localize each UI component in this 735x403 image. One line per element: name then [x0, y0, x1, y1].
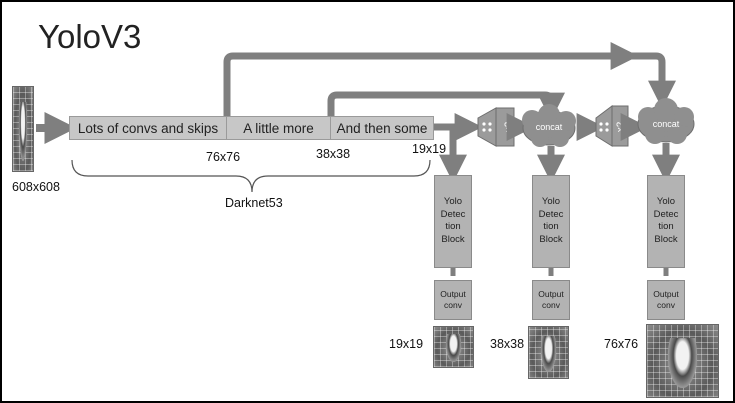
detection-block-2: Yolo Detec tion Block [532, 175, 570, 268]
head-scale-label-3: 76x76 [604, 337, 639, 351]
scale-label-38: 38x38 [316, 147, 351, 161]
concat-1: concat [522, 104, 576, 147]
skip-76-down-arrow [648, 52, 676, 109]
skip-76-arrow [223, 42, 639, 116]
output-conv-2: Output conv [532, 280, 570, 320]
concat-2: concat [637, 98, 695, 144]
head-scale-label-1: 19x19 [389, 337, 424, 351]
backbone-segment-1: Lots of convs and skips [69, 116, 227, 140]
head-scale-label-2: 38x38 [490, 337, 525, 351]
upsample-1-label: x2 [504, 121, 515, 132]
backbone-segment-2: A little more [226, 116, 331, 140]
upsample-1: x2 [477, 107, 515, 147]
output-image-19 [433, 326, 474, 368]
detection-block-1: Yolo Detec tion Block [434, 175, 472, 268]
output-image-38 [528, 326, 569, 379]
concat-2-label: concat [653, 119, 680, 129]
upsample-2: x2 [595, 105, 629, 147]
concat-1-label: concat [536, 122, 563, 132]
input-size-label: 608x608 [12, 180, 60, 194]
output-image-76 [646, 324, 719, 398]
backbone-segment-3: And then some [330, 116, 434, 140]
input-image [12, 86, 34, 172]
skip-38-arrow [327, 91, 565, 121]
darknet-brace [71, 159, 431, 193]
scale-label-19: 19x19 [412, 142, 447, 156]
diagram-title: YoloV3 [38, 18, 142, 55]
upsample-2-label: x2 [616, 121, 627, 132]
output-conv-1: Output conv [434, 280, 472, 320]
scale-label-76: 76x76 [206, 150, 241, 164]
detection-block-3: Yolo Detec tion Block [647, 175, 685, 268]
output-conv-3: Output conv [647, 280, 685, 320]
darknet-label: Darknet53 [225, 196, 283, 210]
